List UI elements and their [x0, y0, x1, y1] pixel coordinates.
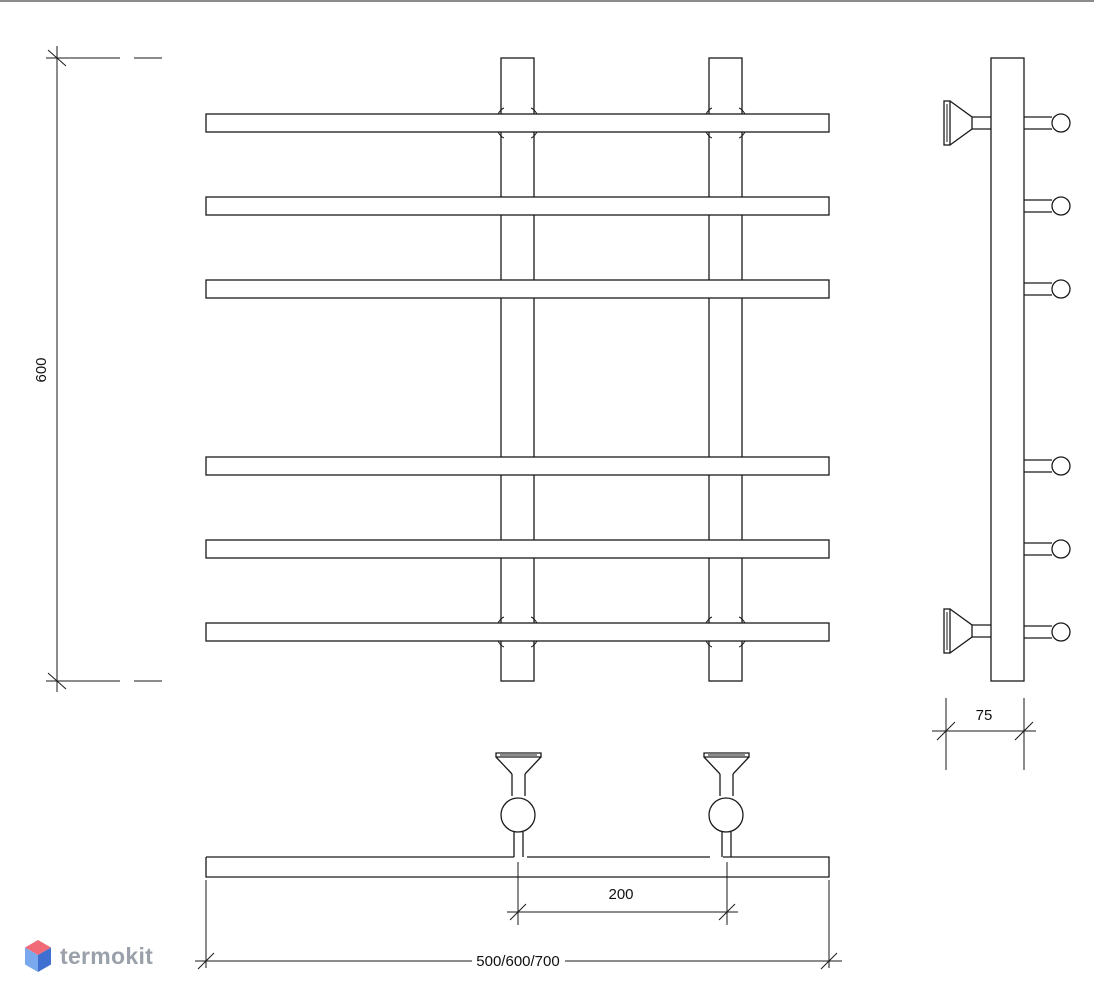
height-dimension-label: 600	[33, 357, 50, 382]
side-view	[943, 57, 1071, 682]
rung-end-4	[1024, 456, 1071, 476]
rung-6	[205, 622, 830, 642]
depth-dimension	[932, 698, 1036, 770]
rung-end-5	[1024, 539, 1071, 559]
rung-4	[205, 456, 830, 476]
bracket-marks-bottom-right	[705, 616, 746, 648]
left-vertical-pipe	[500, 57, 535, 682]
right-vertical-pipe	[708, 57, 743, 682]
wall-mount-top	[943, 100, 991, 146]
width-dimension	[195, 880, 842, 970]
front-view	[205, 57, 830, 682]
top-view-connector-left	[495, 752, 542, 857]
depth-dimension-label: 75	[976, 707, 993, 724]
height-dimension	[46, 46, 162, 692]
rung-end-6	[1024, 622, 1071, 642]
top-view-connector-right	[703, 752, 750, 857]
rung-5	[205, 539, 830, 559]
wall-mount-bottom	[943, 608, 991, 654]
rung-1	[205, 113, 830, 133]
center-distance-label: 200	[608, 886, 633, 903]
top-view-rung-outline	[205, 856, 830, 878]
width-dimension-label: 500/600/700	[476, 953, 559, 970]
bracket-marks-top-right	[705, 107, 746, 139]
hexagon-logo-icon	[25, 940, 51, 972]
center-distance-dimension	[507, 862, 738, 925]
rung-2	[205, 196, 830, 216]
side-vertical-pipe	[990, 57, 1025, 682]
termokit-logo: termokit	[24, 936, 153, 976]
brand-name: termokit	[60, 942, 154, 969]
top-view	[205, 752, 830, 878]
rung-3	[205, 279, 830, 299]
rung-end-3	[1024, 279, 1071, 299]
bracket-marks-bottom-left	[497, 616, 538, 648]
rung-end-2	[1024, 196, 1071, 216]
bracket-marks-top-left	[497, 107, 538, 139]
rung-end-1	[1024, 113, 1071, 133]
